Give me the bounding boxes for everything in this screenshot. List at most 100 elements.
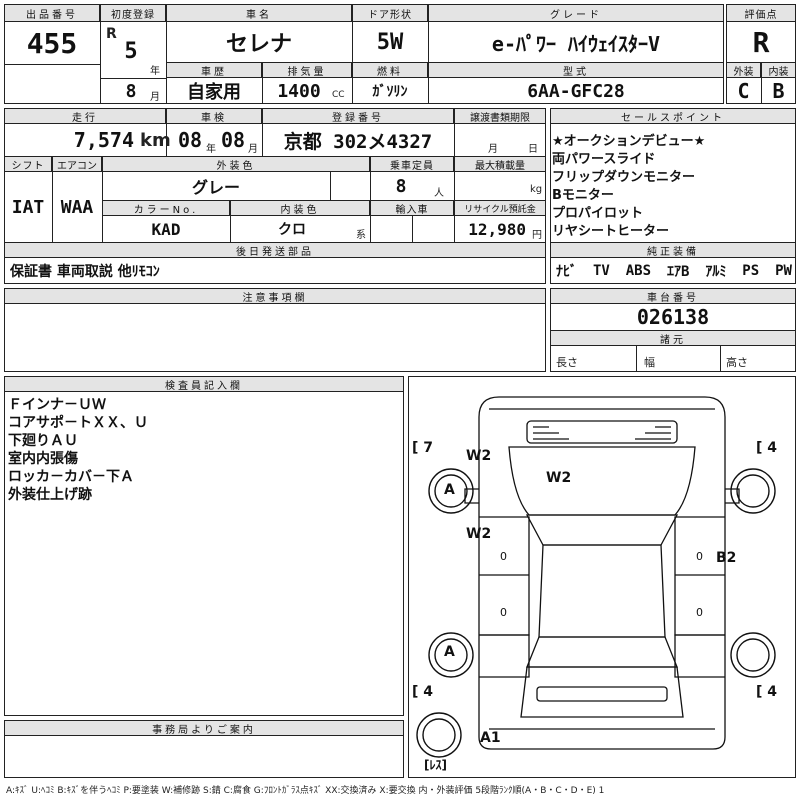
fuel-value: ｶﾞｿﾘﾝ <box>372 84 408 100</box>
mileage-label: 走行 <box>4 108 166 124</box>
equipment-item-airbag: ｴｱB <box>666 264 690 280</box>
ac-label: エアコン <box>52 156 102 172</box>
interior-grade: B <box>772 79 785 103</box>
rear-left-tire-depth: [ 4 <box>412 684 434 700</box>
height-label: 高さ <box>726 356 748 369</box>
equipment-item-tv: TV <box>592 263 610 279</box>
capacity-unit: 人 <box>434 188 444 199</box>
color-no-value: KAD <box>151 219 181 239</box>
grade-label: グレード <box>428 4 724 22</box>
mark-w2-bonnet: W2 <box>546 470 572 486</box>
inspector-note: ロッカ－カバ－下Ａ <box>8 469 134 485</box>
equipment-item-abs: ABS <box>625 263 652 279</box>
color-label: 外装色 <box>102 156 370 172</box>
office-title: 事務局よりご案内 <box>4 720 404 736</box>
model-label: 型式 <box>428 62 724 78</box>
sales-point-line: 両パワースライド <box>552 152 656 167</box>
mark-b2-rear-door: B2 <box>716 550 737 566</box>
era-label: R <box>106 26 117 42</box>
capacity-value: 8 <box>395 175 407 197</box>
mark-a1-rear-bumper: A1 <box>480 730 501 746</box>
door-type: 5W <box>376 29 404 55</box>
ac-value: WAA <box>60 196 94 218</box>
specs-title: 諸元 <box>550 330 796 346</box>
inspector-note: 外装仕上げ跡 <box>8 487 92 503</box>
history-label: 車歴 <box>166 62 262 78</box>
recycle-label: リサイクル預託金 <box>454 200 546 216</box>
width-label: 幅 <box>644 356 655 369</box>
equipment-item-ps: PS <box>742 263 760 279</box>
mark-zero-left-front: 0 <box>500 550 507 563</box>
chassis-title: 車台番号 <box>550 288 796 304</box>
name-label: 車名 <box>166 4 352 22</box>
reg-year: 5 <box>124 38 138 64</box>
mark-zero-right-rear: 0 <box>696 606 703 619</box>
exterior-grade: C <box>737 79 750 103</box>
damage-diagram <box>408 376 796 778</box>
mileage-unit: km <box>140 130 171 151</box>
mileage-value: 7,574 <box>73 128 134 152</box>
car-name: セレナ <box>225 32 292 57</box>
spare-tire-label: [ﾚｽ] <box>424 758 447 772</box>
accessories-text: 保証書 車両取説 他ﾘﾓｺﾝ <box>10 264 160 280</box>
interior-color-unit: 系 <box>356 230 366 241</box>
color-value: グレー <box>191 178 240 197</box>
mark-w2-front-fender: W2 <box>466 448 492 464</box>
mark-w2-front-door: W2 <box>466 526 492 542</box>
length-label: 長さ <box>556 356 578 369</box>
shift-label: シフト <box>4 156 52 172</box>
inspector-block <box>4 376 404 716</box>
equipment-item-pw: PW <box>775 263 792 279</box>
inspection-year-unit: 年 <box>206 144 216 155</box>
plate-value: 京都 302メ4327 <box>283 130 433 153</box>
equipment-item-alloy: ｱﾙﾐ <box>705 264 727 280</box>
transfer-label: 譲渡書類期限 <box>454 108 546 124</box>
inspection-month: 08 <box>220 128 246 152</box>
front-right-tire-depth: [ 4 <box>756 440 778 456</box>
inspection-label: 車検 <box>166 108 262 124</box>
capacity-label: 乗車定員 <box>370 156 454 172</box>
score-value: R <box>752 25 770 59</box>
interior-color-value: クロ <box>278 222 306 238</box>
interior-label: 内装 <box>761 62 796 78</box>
sales-point-line: フリップダウンモニター <box>552 170 696 185</box>
transfer-month-unit: 月 <box>488 144 498 155</box>
lot-label: 出品番号 <box>4 4 100 22</box>
equipment-list: ﾅﾋﾞ TV ABS ｴｱB ｱﾙﾐ PS PW <box>556 260 792 282</box>
inspection-month-unit: 月 <box>248 144 258 155</box>
max-load-label: 最大積載量 <box>454 156 546 172</box>
car-outline-diagram <box>416 396 776 758</box>
front-left-tire-depth: [ 7 <box>412 440 434 456</box>
month-unit: 月 <box>150 92 160 103</box>
model-value: 6AA-GFC28 <box>527 80 625 102</box>
recycle-value: 12,980 <box>468 219 526 239</box>
mark-a-rear-wheel: A <box>444 644 455 660</box>
rear-right-tire-depth: [ 4 <box>756 684 778 700</box>
equipment-item-navi: ﾅﾋﾞ <box>556 264 577 280</box>
reg-month: 8 <box>125 80 137 102</box>
equipment-title: 純正装備 <box>550 242 796 258</box>
fuel-label: 燃料 <box>352 62 428 78</box>
inspector-note: コアサポ－トＸＸ、Ｕ <box>8 415 148 431</box>
doors-label: ドア形状 <box>352 4 428 22</box>
history-value: 自家用 <box>187 82 241 103</box>
inspection-year: 08 <box>177 128 203 152</box>
import-label: 輸入車 <box>370 200 454 216</box>
sales-points-title: セールスポイント <box>550 108 796 124</box>
grade-value: e-ﾊﾟﾜｰ ﾊｲｳｪｲｽﾀｰV <box>491 31 661 56</box>
inspector-note: 下廻りＡＵ <box>8 433 78 449</box>
chassis-number: 026138 <box>636 305 710 329</box>
shift-value: IAT <box>11 196 45 218</box>
exterior-label: 外装 <box>726 62 761 78</box>
inspector-title: 検査員記入欄 <box>4 376 404 392</box>
sales-point-line: リヤシートヒーター <box>552 224 670 239</box>
max-load-unit: kg <box>530 184 543 195</box>
first-reg-label: 初度登録 <box>100 4 166 22</box>
transfer-day-unit: 日 <box>528 144 538 155</box>
accessories-title: 後日発送部品 <box>4 242 546 258</box>
inspector-note: Ｆインナ－ＵＷ <box>8 397 106 413</box>
displacement-label: 排気量 <box>262 62 352 78</box>
lot-number: 455 <box>26 26 78 60</box>
sales-point-line: プロパイロット <box>552 206 644 221</box>
year-unit: 年 <box>150 66 160 77</box>
